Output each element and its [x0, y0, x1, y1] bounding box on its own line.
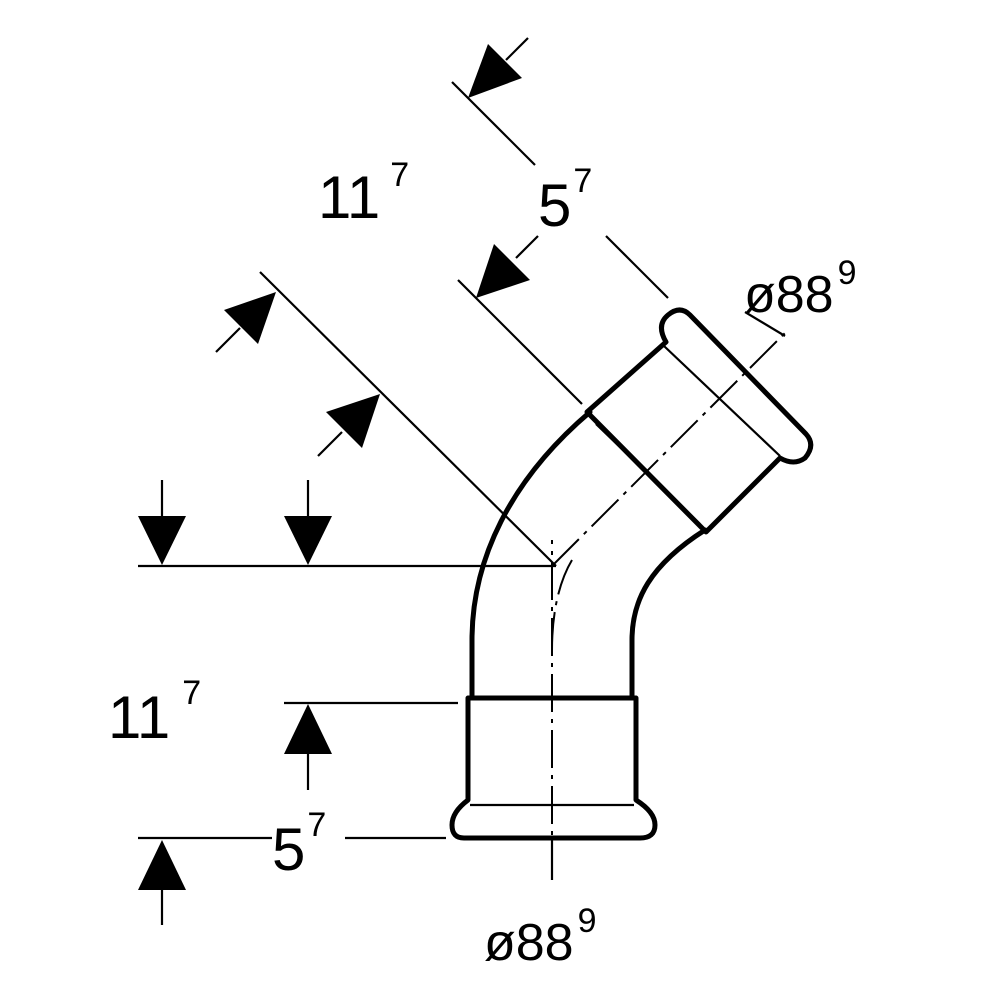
angled-socket-extension: [457, 279, 583, 405]
arrow-diag-socket-lower: [476, 235, 539, 298]
arrow-diag-center-inner: [317, 394, 380, 457]
arrow-up-socket: [284, 704, 332, 790]
arrow-up-bottom: [138, 840, 186, 925]
elbow-fitting: [449, 307, 814, 841]
dimension-arrows: [138, 37, 539, 925]
arrow-diag-socket-upper: [468, 37, 529, 98]
top-diameter-leader: [744, 311, 786, 337]
top-socket-bead-line: [595, 423, 701, 525]
elbow-outer-wall-left: [469, 409, 593, 701]
top-socket-outline: [584, 307, 814, 535]
bend-centerline-arc: [551, 559, 573, 651]
angled-end-extension-upper: [451, 81, 536, 166]
arrow-down-right: [284, 480, 332, 565]
vertical-socket-depth-label: 57: [272, 806, 326, 883]
elbow-inner-wall-right: [629, 527, 708, 701]
top-socket-inner-line: [663, 345, 781, 457]
angled-centerline: [551, 332, 786, 567]
bottom-socket-outline: [449, 695, 658, 841]
dimension-lines: [138, 81, 786, 880]
angled-socket-depth-label: 57: [538, 162, 592, 239]
angled-center-extension: [259, 271, 557, 567]
center-lines: [551, 332, 786, 880]
arrow-down-left: [138, 480, 186, 565]
angled-end-extension-lower: [605, 235, 669, 299]
arrow-diag-center-outer: [215, 292, 276, 353]
